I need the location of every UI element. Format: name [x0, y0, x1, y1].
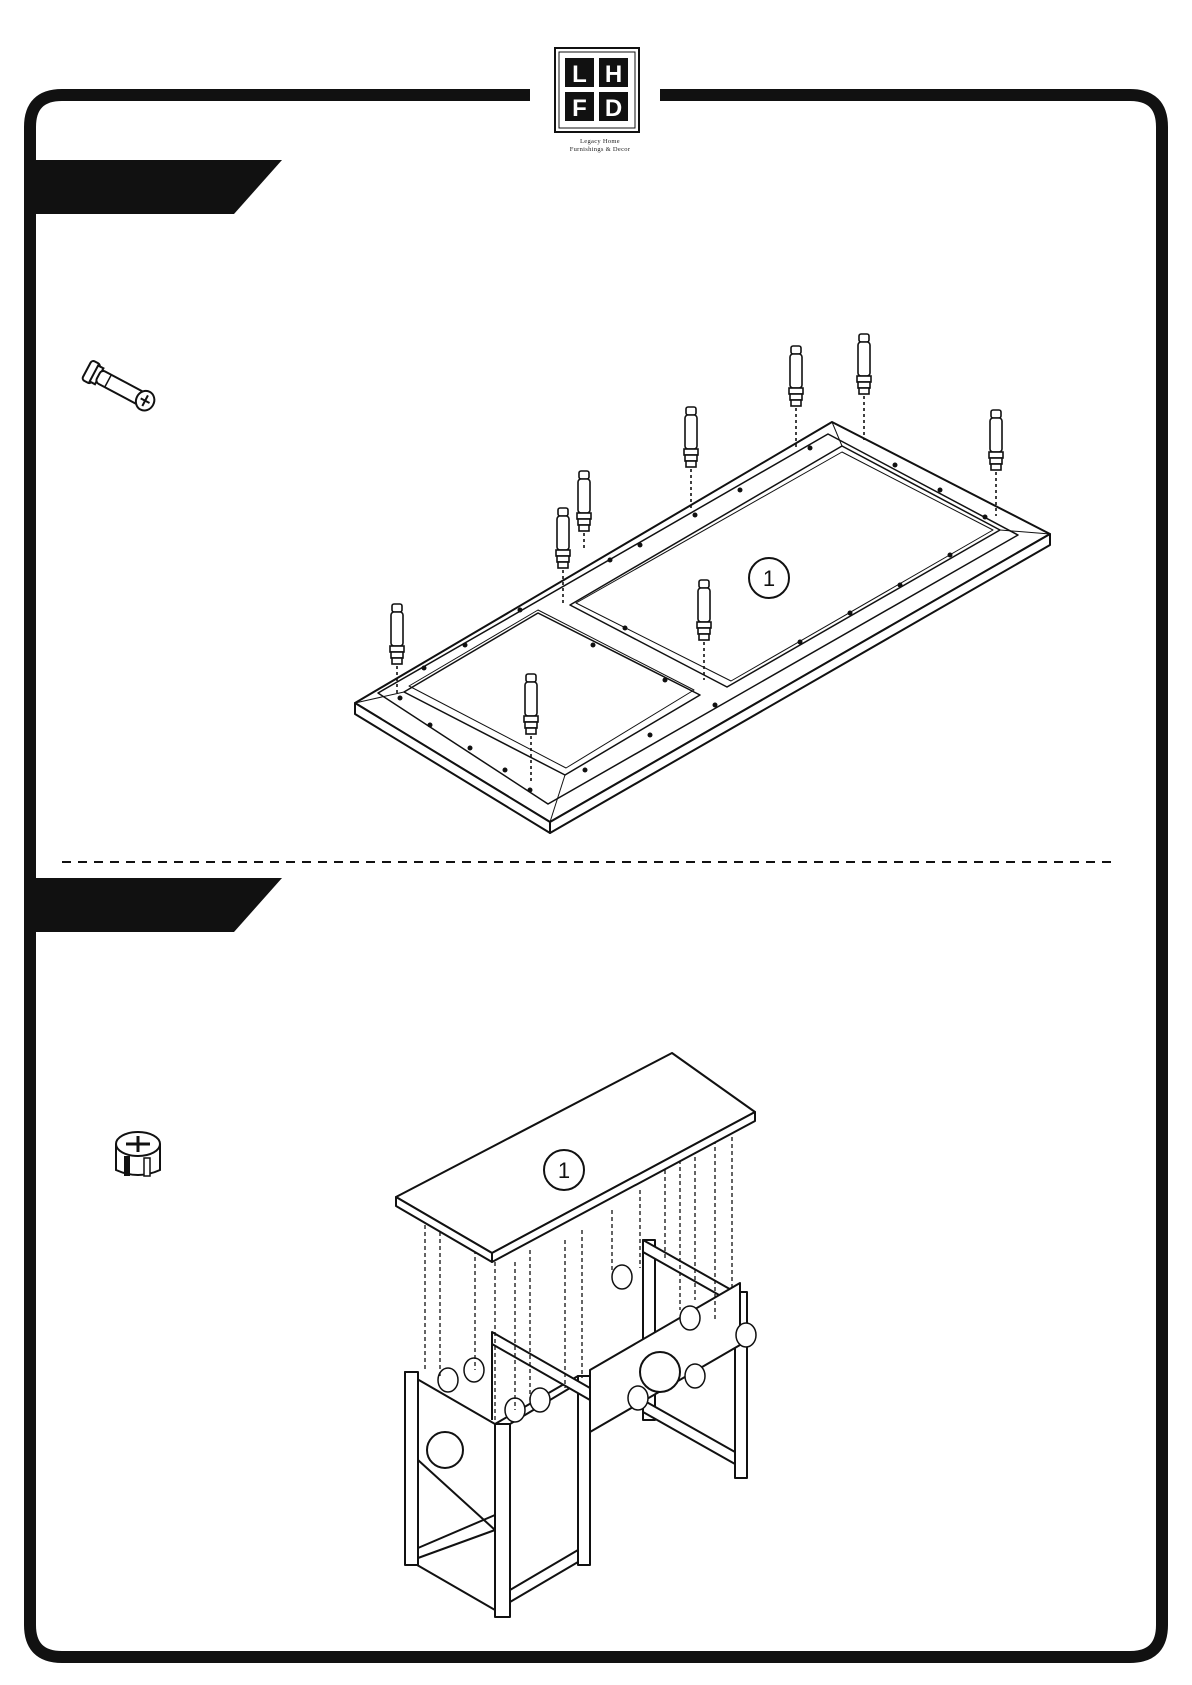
brand-name-line-1: Legacy Home	[548, 138, 652, 145]
part-number: 1	[558, 1158, 570, 1183]
cam-bolt-icon	[82, 360, 159, 415]
logo-letter-d: D	[605, 95, 622, 122]
part-number-callout-step-2: 1	[544, 1150, 584, 1190]
step-2-banner	[36, 878, 282, 932]
cam-bolt	[989, 410, 1003, 516]
logo-letter-l: L	[572, 61, 587, 88]
cam-bolt	[577, 471, 591, 549]
logo-letter-h: H	[605, 61, 622, 88]
part-number: 1	[763, 566, 775, 591]
cam-bolt	[789, 346, 803, 450]
cam-lock-icon	[116, 1132, 160, 1176]
logo-letter-f: F	[572, 95, 587, 122]
step-1-banner	[36, 160, 282, 214]
part-number-callout-step-1: 1	[749, 558, 789, 598]
cam-bolt	[857, 334, 871, 440]
desk-frame-assembly	[405, 1240, 747, 1617]
brand-name-line-2: Furnishings & Decor	[548, 146, 652, 153]
cam-bolt	[684, 407, 698, 511]
lhfd-logo: L H F D	[555, 48, 639, 132]
